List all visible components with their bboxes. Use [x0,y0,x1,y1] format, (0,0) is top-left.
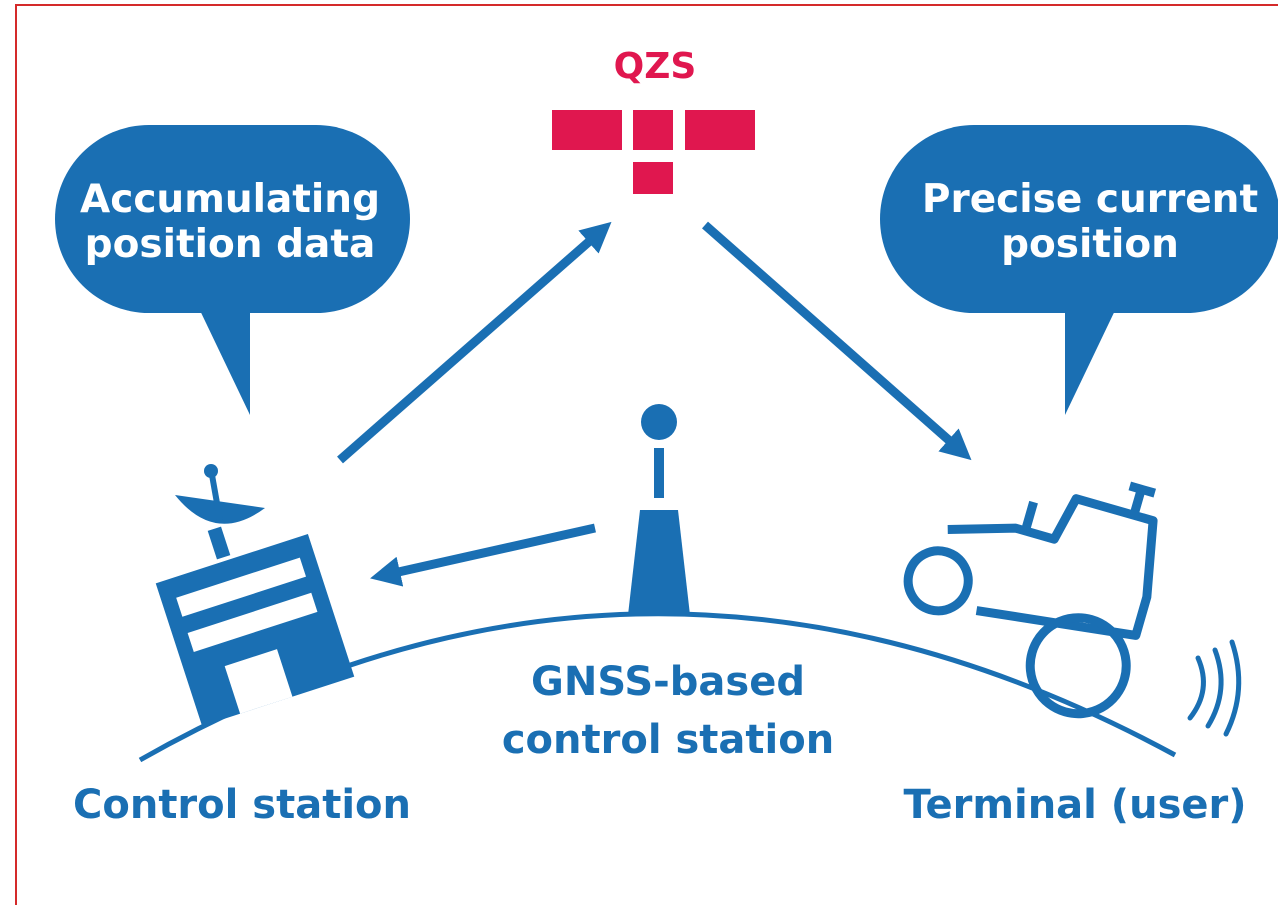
satellite-label: QZS [614,46,697,87]
tractor-icon [903,481,1158,719]
image-frame [15,4,1278,905]
satellite-dish-icon [175,464,265,560]
speech-bubble-right [880,125,1278,415]
bubble-left-line2: position data [85,222,376,267]
vibration-lines-icon [1187,639,1242,737]
bubble-left-line1: Accumulating [80,177,380,222]
gnss-station-label-line2: control station [502,717,834,763]
gnss-station-label-line1: GNSS-based [531,659,805,705]
bubble-right-line2: position [1001,222,1179,267]
control-station-building-icon [155,533,355,727]
qzs-satellite-icon [552,110,755,194]
antenna-tower-icon [628,404,690,615]
arrow-gnss-to-control [370,523,596,587]
arrow-satellite-to-terminal [702,221,972,461]
control-station-label: Control station [73,782,411,828]
speech-bubble-left [55,125,410,415]
arrow-control-to-satellite [337,221,612,464]
terminal-label: Terminal (user) [903,782,1246,828]
bubble-right-line1: Precise current [922,177,1258,222]
